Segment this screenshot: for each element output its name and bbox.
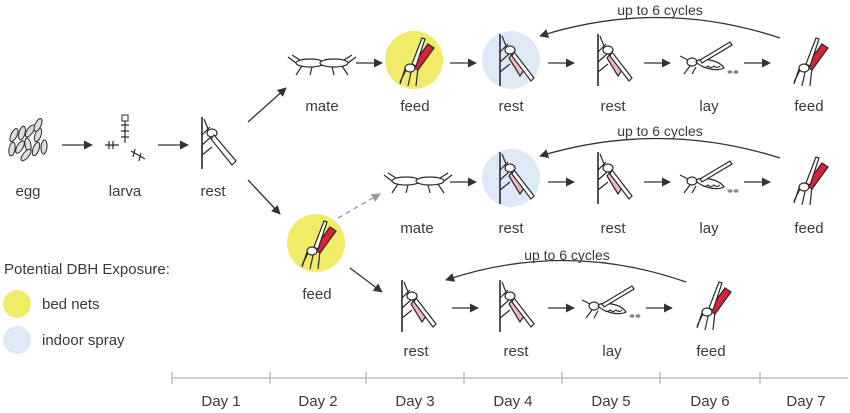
row1-cycle-arrow [539, 16, 781, 39]
row2-label-feed: feed [794, 220, 823, 237]
resting-mosquito-icon [499, 279, 535, 333]
resting-mosquito-icon [597, 33, 633, 87]
row2-label-lay: lay [699, 220, 719, 237]
legend-label-bed-nets: bed nets [42, 296, 100, 313]
row2-cycle-label: up to 6 cycles [617, 123, 703, 139]
legend-title: Potential DBH Exposure: [4, 261, 170, 278]
legend-label-indoor-spray: indoor spray [42, 332, 125, 349]
row1-label-rest-1: rest [498, 98, 524, 115]
timeline-axis [171, 372, 848, 384]
timeline-day-6: Day 6 [690, 393, 729, 410]
feeding-mosquito-icon [696, 281, 732, 331]
row3-label-feed-2: feed [696, 343, 725, 360]
timeline-day-1: Day 1 [201, 393, 240, 410]
stage-label-rest: rest [200, 183, 226, 200]
egg-cluster-icon [8, 118, 48, 162]
row1-label-rest-2: rest [600, 98, 626, 115]
legend-swatch-indoor-spray [3, 326, 31, 354]
row3-label-feed-1: feed [302, 286, 331, 303]
row1-label-feed: feed [400, 98, 429, 115]
timeline-day-2: Day 2 [298, 393, 337, 410]
row3-cycle-arrow [445, 259, 687, 283]
resting-mosquito-icon [597, 151, 633, 205]
row1-label-mate: mate [305, 98, 338, 115]
legend-swatch-bed-nets [3, 290, 31, 318]
laying-mosquito-icon [581, 285, 642, 319]
timeline-day-4: Day 4 [493, 393, 532, 410]
laying-mosquito-icon [679, 160, 740, 194]
row3-label-rest-1: rest [403, 343, 429, 360]
stage-label-egg: egg [15, 183, 40, 200]
row2-cycle-arrow [539, 137, 781, 159]
row1-label-lay: lay [699, 98, 719, 115]
stage-label-larva: larva [109, 183, 142, 200]
arrow-branch-bottom [247, 179, 281, 215]
row3-arrow-1 [349, 267, 383, 293]
row2-label-rest-2: rest [600, 220, 626, 237]
row3-label-lay: lay [602, 343, 622, 360]
arrow-branch-top [247, 87, 287, 123]
row2-label-rest-1: rest [498, 220, 524, 237]
laying-mosquito-icon [679, 41, 740, 75]
timeline-day-7: Day 7 [786, 393, 825, 410]
mating-mosquitoes-icon [287, 54, 357, 76]
row1-cycle-label: up to 6 cycles [617, 2, 703, 18]
mating-mosquitoes-icon [383, 172, 453, 194]
row1-label-feed-2: feed [794, 98, 823, 115]
timeline-day-5: Day 5 [591, 393, 630, 410]
row3-label-rest-2: rest [503, 343, 529, 360]
resting-mosquito-icon [201, 116, 237, 170]
timeline-day-3: Day 3 [395, 393, 434, 410]
row2-label-mate: mate [400, 220, 433, 237]
larva-icon [105, 114, 146, 162]
feeding-mosquito-icon [793, 156, 829, 206]
feeding-mosquito-icon [793, 37, 829, 87]
resting-mosquito-icon [401, 279, 437, 333]
row3-cycle-label: up to 6 cycles [524, 247, 610, 263]
dashed-arrow-feed-mate [337, 193, 381, 219]
